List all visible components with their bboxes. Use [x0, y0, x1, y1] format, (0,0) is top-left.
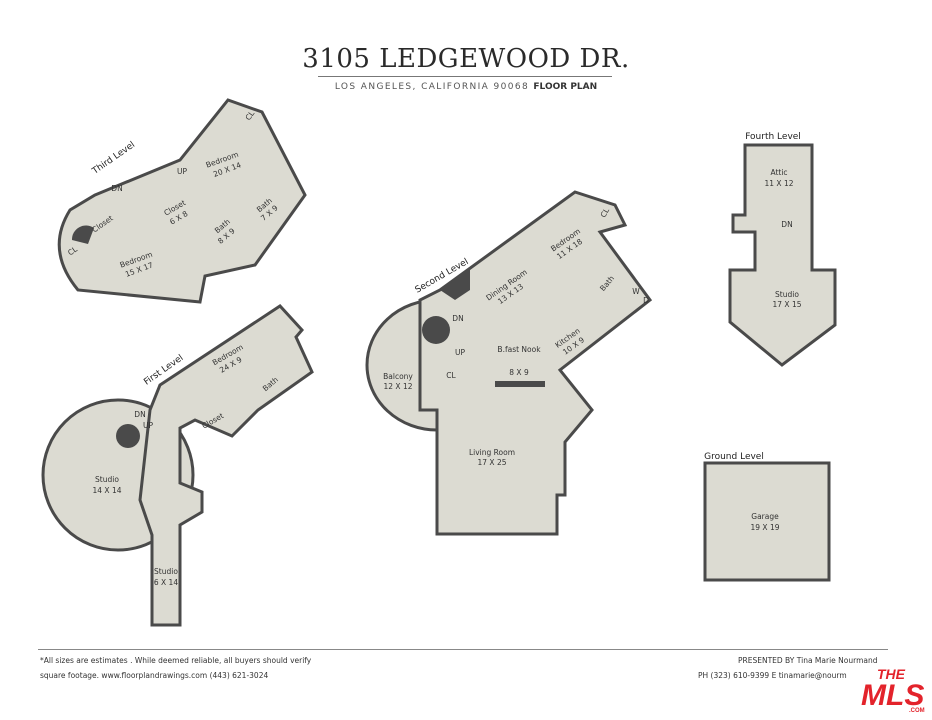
svg-text:MLS: MLS — [861, 679, 924, 712]
spiral-stair — [71, 225, 94, 244]
room-dims: 14 X 14 — [93, 486, 122, 495]
third-level: Third Level Bedroom 20 X 14 Closet 6 X 8… — [57, 98, 307, 304]
level-label: Third Level — [90, 140, 137, 177]
mls-logo: THE MLS .COM — [861, 666, 925, 713]
room-label: Studio — [95, 475, 119, 484]
room-label: Garage — [751, 512, 779, 521]
fourth-level: Fourth Level Attic 11 X 12 DN Studio 17 … — [728, 132, 837, 367]
room-label: CL — [446, 371, 456, 380]
room-dims: 12 X 12 — [384, 382, 413, 391]
room-label: B.fast Nook — [497, 345, 541, 354]
third-level-outline — [57, 98, 307, 304]
garage-outline — [703, 461, 831, 582]
stair-label: DN — [452, 314, 463, 323]
first-level: First Level Bedroom 24 X 9 Bath Closet S… — [41, 304, 314, 627]
room-dims: 6 X 14 — [154, 578, 178, 587]
svg-text:.COM: .COM — [909, 708, 925, 713]
stair-label: DN — [781, 220, 792, 229]
level-label: Ground Level — [704, 452, 764, 462]
spiral-stair-core — [116, 424, 140, 448]
stair-label: DN — [111, 184, 122, 193]
stair-label: UP — [177, 167, 187, 176]
level-label: Fourth Level — [745, 132, 801, 142]
ground-level: Ground Level Garage 19 X 19 — [703, 452, 831, 582]
stair-label: UP — [143, 421, 153, 430]
room-label: Attic — [770, 168, 787, 177]
disclaimer-line1: *All sizes are estimates . While deemed … — [40, 656, 312, 665]
presented-by: PRESENTED BY Tina Marie Nourmand — [738, 656, 878, 665]
second-level: Second Level Dining Room 13 X 13 Bedroom… — [365, 190, 653, 536]
room-label: Studio — [775, 290, 799, 299]
room-label: Studio — [154, 567, 178, 576]
room-dims: 11 X 12 — [765, 179, 794, 188]
subtitle: LOS ANGELES, CALIFORNIA 90068 FLOOR PLAN — [0, 82, 932, 92]
contact-info: PH (323) 610-9399 E tinamarie@nourm — [698, 671, 847, 680]
footer-divider — [38, 649, 888, 650]
fourth-level-outline — [728, 143, 837, 367]
second-level-outline — [418, 190, 653, 536]
location: LOS ANGELES, CALIFORNIA 90068 — [334, 82, 530, 92]
room-label: Living Room — [469, 448, 515, 457]
room-dims: 17 X 15 — [773, 300, 802, 309]
stair-label: UP — [455, 348, 465, 357]
room-label: Balcony — [383, 372, 413, 381]
svg-text:THE: THE — [877, 666, 906, 682]
page-title: 3105 LEDGEWOOD DR. — [302, 44, 630, 74]
room-label: D — [643, 296, 649, 305]
wall-segment — [495, 381, 545, 387]
room-label: W — [632, 287, 640, 296]
stair-label: DN — [134, 410, 145, 419]
wall-segment — [440, 268, 470, 300]
title-divider — [318, 76, 612, 77]
first-level-outline — [138, 304, 314, 627]
spiral-stair-core — [422, 316, 450, 344]
disclaimer-line2: square footage. www.floorplandrawings.co… — [40, 671, 269, 680]
room-dims: 19 X 19 — [751, 523, 780, 532]
room-dims: 17 X 25 — [478, 458, 507, 467]
room-dims: 8 X 9 — [509, 368, 529, 377]
plan-label: FLOOR PLAN — [533, 82, 598, 92]
